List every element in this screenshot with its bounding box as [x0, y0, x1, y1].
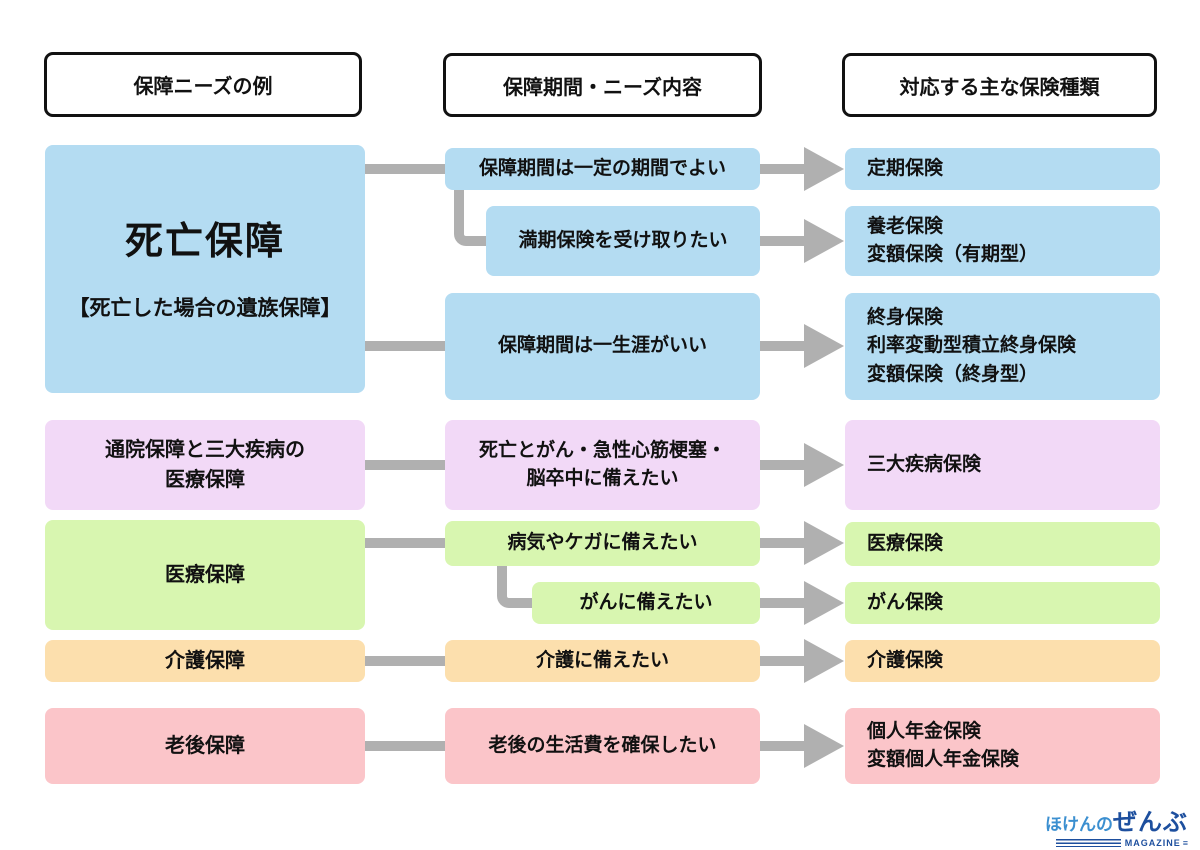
arrow-shaft — [758, 538, 808, 548]
arrow-head-icon — [804, 147, 844, 191]
branch-box-maturity-label: 満期保険を受け取りたい — [518, 229, 728, 251]
logo-lines-icon — [1056, 839, 1121, 847]
connector-line-retirement — [365, 741, 445, 751]
insurance-cancer-label: がん保険 — [867, 591, 944, 613]
column-header-needs-example-label: 保障ニーズの例 — [133, 76, 273, 98]
connector-elbow-death-maturity — [454, 186, 486, 246]
brand-logo: ほけんの ぜんぶ MAGAZINE ≡ — [1045, 802, 1188, 848]
branch-box-cancer: がんに備えたい — [532, 582, 760, 624]
need-box-three-major-diseases: 通院保障と三大疾病の 医療保障 — [45, 420, 365, 510]
arrow-head-icon — [804, 724, 844, 768]
insurance-endowment-label: 養老保険 — [867, 215, 944, 237]
arrow-shaft — [758, 164, 808, 174]
connector-elbow-cancer — [497, 562, 532, 608]
need-box-medical-label: 医療保障 — [165, 564, 245, 586]
brand-logo-magazine-row: MAGAZINE ≡ — [1056, 838, 1188, 848]
insurance-box-pension: 個人年金保険 変額個人年金保険 — [845, 708, 1160, 784]
arrow-shaft — [758, 460, 808, 470]
branch-box-retirement-label: 老後の生活費を確保したい — [488, 734, 717, 756]
brand-logo-name: ほけんの ぜんぶ — [1045, 802, 1188, 837]
arrow-head-icon — [804, 521, 844, 565]
branch-box-lifetime-label: 保障期間は一生涯がいい — [497, 335, 707, 357]
flow-arrow-three-diseases — [758, 443, 844, 487]
logo-text-dark: ぜんぶ — [1113, 809, 1188, 836]
need-box-death-subtitle: 【死亡した場合の遺族保障】 — [68, 296, 342, 320]
insurance-variable-fixed-term-label: 変額保険（有期型） — [867, 244, 1039, 265]
arrow-shaft — [758, 656, 808, 666]
connector-line-three-diseases — [365, 460, 445, 470]
insurance-term-label: 定期保険 — [867, 157, 944, 179]
branch-box-fixed-period-label: 保障期間は一定の期間でよい — [478, 157, 726, 179]
insurance-three-diseases-label: 三大疾病保険 — [867, 453, 982, 475]
need-box-nursing-label: 介護保障 — [165, 650, 245, 672]
arrow-shaft — [758, 341, 808, 351]
need-box-death: 死亡保障 【死亡した場合の遺族保障】 — [45, 145, 365, 393]
flow-arrow-retirement — [758, 724, 844, 768]
logo-text-light: ほけんの — [1045, 815, 1113, 834]
branch-box-lifetime: 保障期間は一生涯がいい — [445, 293, 760, 400]
need-box-retirement: 老後保障 — [45, 708, 365, 784]
flow-arrow-whole-life — [758, 324, 844, 368]
branch-box-cancer-label: がんに備えたい — [579, 591, 713, 613]
need-box-death-title: 死亡保障 — [124, 220, 285, 263]
flow-arrow-cancer — [758, 581, 844, 625]
arrow-shaft — [758, 598, 808, 608]
insurance-box-nursing: 介護保険 — [845, 640, 1160, 682]
need-box-nursing: 介護保障 — [45, 640, 365, 682]
column-header-insurance-types: 対応する主な保険種類 — [842, 53, 1157, 117]
branch-box-nursing-label: 介護に備えたい — [535, 649, 669, 671]
arrow-shaft — [758, 741, 808, 751]
branch-box-sickness-injury: 病気やケガに備えたい — [445, 521, 760, 566]
insurance-box-term: 定期保険 — [845, 148, 1160, 190]
branch-box-nursing: 介護に備えたい — [445, 640, 760, 682]
flow-arrow-nursing — [758, 639, 844, 683]
connector-line-medical — [365, 538, 445, 548]
arrow-shaft — [758, 236, 808, 246]
branch-box-retirement: 老後の生活費を確保したい — [445, 708, 760, 784]
arrow-head-icon — [804, 443, 844, 487]
column-header-period-needs: 保障期間・ニーズ内容 — [443, 53, 762, 117]
branch-three-diseases-line1: 死亡とがん・急性心筋梗塞・ — [478, 439, 726, 461]
need-three-diseases-line1: 通院保障と三大疾病の — [105, 439, 305, 461]
need-box-retirement-label: 老後保障 — [165, 735, 245, 757]
insurance-box-medical: 医療保険 — [845, 522, 1160, 566]
arrow-head-icon — [804, 639, 844, 683]
branch-box-fixed-period: 保障期間は一定の期間でよい — [445, 148, 760, 190]
insurance-box-whole-life: 終身保険 利率変動型積立終身保険 変額保険（終身型） — [845, 293, 1160, 400]
column-header-needs-example: 保障ニーズの例 — [44, 52, 362, 117]
arrow-head-icon — [804, 219, 844, 263]
connector-line-death-fixed — [365, 164, 445, 174]
insurance-box-three-diseases: 三大疾病保険 — [845, 420, 1160, 510]
arrow-head-icon — [804, 324, 844, 368]
insurance-whole-life-label: 終身保険 — [867, 306, 944, 328]
need-three-diseases-line2: 医療保障 — [165, 469, 245, 491]
insurance-box-cancer: がん保険 — [845, 582, 1160, 624]
column-header-period-needs-label: 保障期間・ニーズ内容 — [503, 76, 702, 99]
branch-box-maturity: 満期保険を受け取りたい — [486, 206, 760, 276]
flow-arrow-term — [758, 147, 844, 191]
connector-line-death-lifetime — [365, 341, 445, 351]
logo-magazine-label: MAGAZINE — [1124, 838, 1181, 848]
arrow-head-icon — [804, 581, 844, 625]
flow-arrow-endowment — [758, 219, 844, 263]
logo-hamburger-icon: ≡ — [1182, 838, 1188, 848]
insurance-variable-whole-life-label: 変額保険（終身型） — [867, 363, 1039, 385]
branch-box-three-diseases: 死亡とがん・急性心筋梗塞・ 脳卒中に備えたい — [445, 420, 760, 510]
connector-line-nursing — [365, 656, 445, 666]
insurance-nursing-label: 介護保険 — [867, 649, 944, 671]
branch-three-diseases-line2: 脳卒中に備えたい — [526, 468, 679, 489]
insurance-personal-pension-label: 個人年金保険 — [867, 720, 982, 742]
insurance-variable-pension-label: 変額個人年金保険 — [867, 749, 1020, 770]
insurance-medical-label: 医療保険 — [867, 532, 944, 554]
column-header-insurance-types-label: 対応する主な保険種類 — [899, 76, 1100, 99]
flow-arrow-medical — [758, 521, 844, 565]
need-box-medical: 医療保障 — [45, 520, 365, 630]
insurance-box-endowment: 養老保険 変額保険（有期型） — [845, 206, 1160, 276]
branch-box-sickness-injury-label: 病気やケガに備えたい — [507, 532, 698, 554]
insurance-interest-linked-label: 利率変動型積立終身保険 — [867, 335, 1077, 357]
